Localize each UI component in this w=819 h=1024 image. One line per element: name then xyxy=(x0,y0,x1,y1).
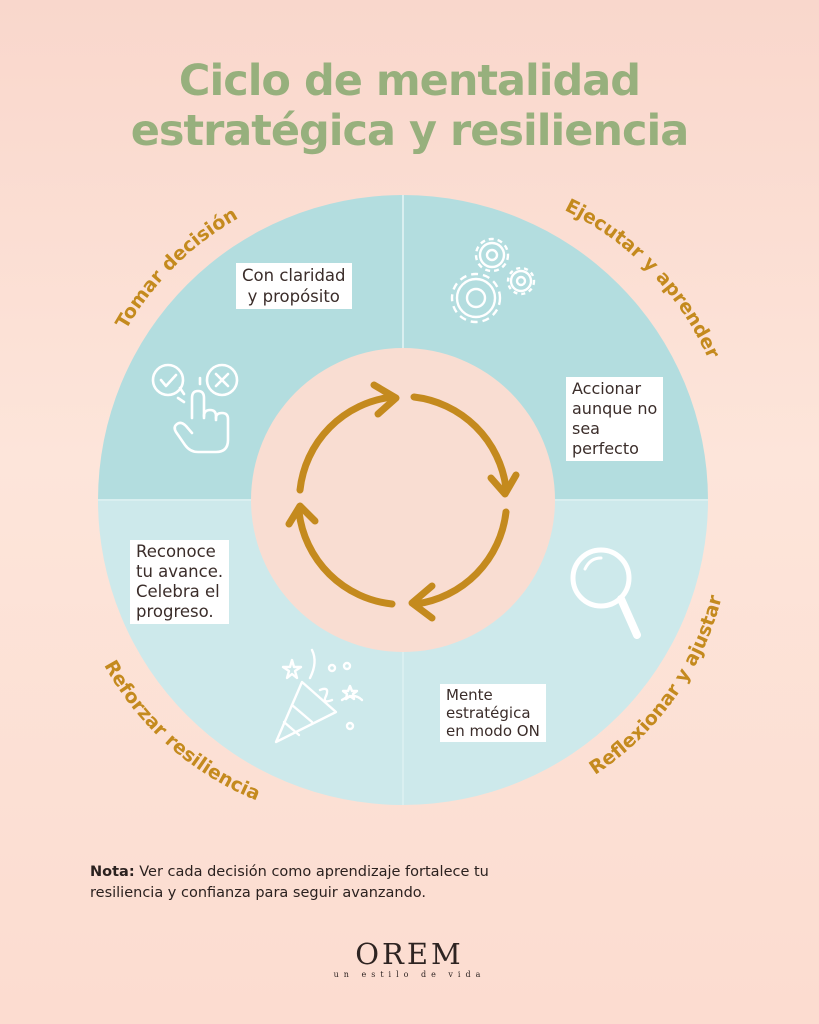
brand-tagline: un estilo de vida xyxy=(333,970,486,979)
x-circle-icon xyxy=(205,363,239,397)
description-line: progreso. xyxy=(136,602,214,621)
description-line: Accionar xyxy=(572,379,642,398)
center-circle xyxy=(251,348,555,652)
description-line: Celebra el xyxy=(136,582,220,601)
description-line: Mente xyxy=(446,686,493,704)
description-tomar-decision: Con claridad y propósito xyxy=(236,263,352,309)
description-line: perfecto xyxy=(572,439,639,458)
description-line: tu avance. xyxy=(136,562,224,581)
note-text: Ver cada decisión como aprendizaje forta… xyxy=(90,864,489,901)
description-line: aunque no xyxy=(572,399,658,418)
note-prefix: Nota: xyxy=(90,864,135,880)
description-reflexionar-ajustar: Mente estratégica en modo ON xyxy=(440,684,546,742)
description-line: y propósito xyxy=(247,287,340,306)
brand-logo: OREM un estilo de vida xyxy=(0,938,819,979)
page-title: Ciclo de mentalidad estratégica y resili… xyxy=(0,56,819,156)
magnifying-glass-icon xyxy=(570,547,641,639)
brand-name: OREM xyxy=(355,937,464,971)
description-line: Reconoce xyxy=(136,542,216,561)
description-line: en modo ON xyxy=(446,722,540,740)
pointing-hand-icon xyxy=(173,376,230,454)
title-line-2: estratégica y resiliencia xyxy=(130,106,689,156)
description-line: Con claridad xyxy=(242,266,346,285)
title-line-1: Ciclo de mentalidad xyxy=(178,56,641,106)
check-circle-icon xyxy=(151,363,185,397)
description-line: sea xyxy=(572,419,600,438)
description-ejecutar-aprender: Accionar aunque no sea perfecto xyxy=(566,377,664,461)
party-popper-icon xyxy=(274,648,364,744)
description-reforzar-resiliencia: Reconoce tu avance. Celebra el progreso. xyxy=(130,540,230,624)
footnote: Nota: Ver cada decisión como aprendizaje… xyxy=(90,862,550,904)
description-line: estratégica xyxy=(446,704,531,722)
gears-icon xyxy=(450,237,536,324)
cycle-arrows-icon xyxy=(285,381,520,622)
